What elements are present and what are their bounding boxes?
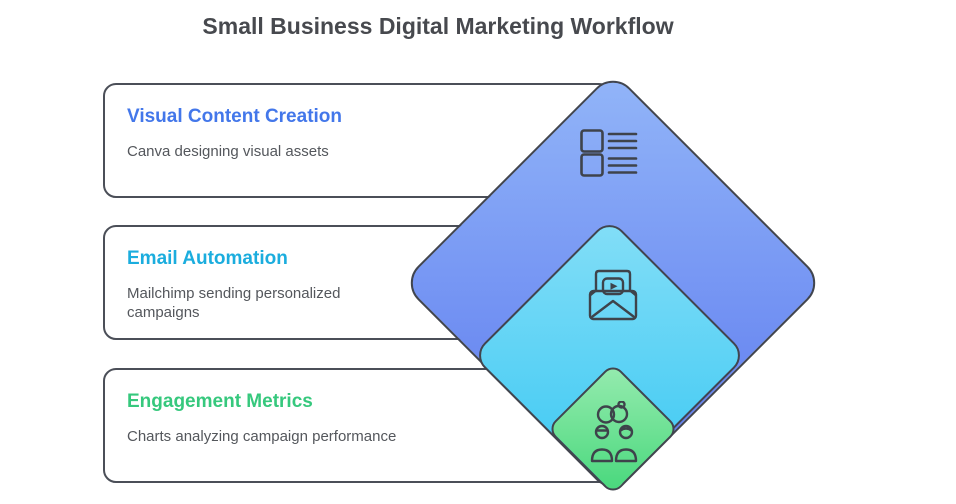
people-sync-icon — [590, 401, 638, 463]
step-card-engagement-metrics: Engagement Metrics Charts analyzing camp… — [103, 368, 612, 483]
card-description-email-automation: Mailchimp sending personalized campaigns — [127, 285, 341, 321]
card-heading-email-automation: Email Automation — [127, 248, 288, 269]
card-heading-visual-content-creation: Visual Content Creation — [127, 106, 343, 127]
list-icon — [580, 129, 638, 177]
card-heading-engagement-metrics: Engagement Metrics — [127, 391, 313, 412]
card-description-visual-content-creation: Canva designing visual assets — [127, 143, 329, 160]
card-description-engagement-metrics: Charts analyzing campaign performance — [127, 428, 397, 445]
step-card-visual-content-creation: Visual Content Creation Canva designing … — [103, 83, 612, 198]
video-email-icon — [588, 269, 638, 321]
diagram-title: Small Business Digital Marketing Workflo… — [202, 13, 674, 39]
